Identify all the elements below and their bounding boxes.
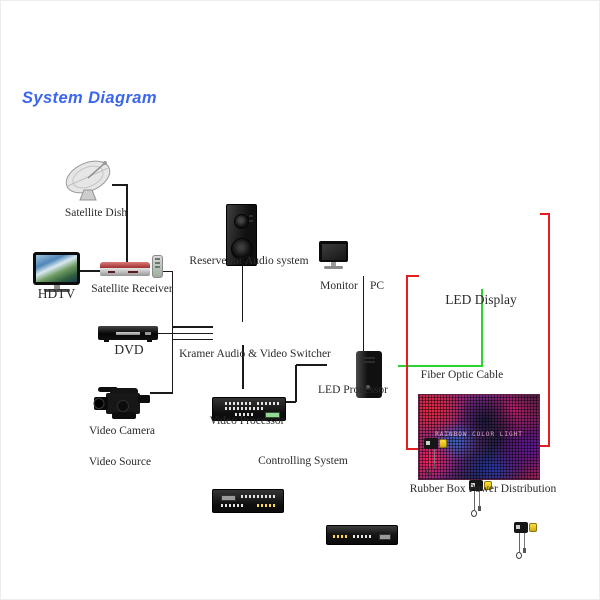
cable-speaker-switcher [241,252,244,322]
cable-switcher-videoprocessor [242,345,244,389]
fiber-optic-cable-h [398,365,483,367]
hdtv-label: HDTV [37,286,76,301]
dvd-label: DVD [114,342,144,357]
cable-receiver-switcher [172,326,213,328]
cable-receiver-out [161,270,173,273]
cable-dvd-switcher [157,332,213,335]
fiber-optic-cable-label: Fiber Optic Cable [420,369,504,381]
chain-hoist-icon [467,478,493,520]
power-cable-left-top [406,275,419,277]
power-cable-right-v [548,213,550,447]
cable-pc-ledprocessor [362,276,365,355]
chain-hoist-icon [422,436,448,478]
power-cable-right-top [540,213,550,215]
monitor-icon [319,241,348,269]
video-camera-icon [92,382,152,427]
dvd-player-icon [98,326,158,342]
led-processor-label: LED Processor [318,384,388,396]
cable-dish-receiver [126,184,128,263]
speaker-icon [226,204,257,266]
pc-tower-icon [356,351,382,398]
cable-dish-down-h [112,184,127,186]
led-display-label: LED Display [445,292,517,307]
cable-videoprocessor-out-h [284,401,296,403]
cable-sources-bus [171,270,174,394]
pc-label: PC [369,280,385,292]
cable-into-ledprocessor [296,364,327,366]
rubber-box-label: Rubber Box Power Distribution [409,483,557,495]
video-camera-label: Video Camera [88,425,156,437]
fiber-optic-cable-v [481,289,483,367]
cable-camera-out [150,392,173,394]
led-screen-text: RAINBOW COLOR LIGHT [435,431,523,438]
kramer-switcher-label: Kramer Audio & Video Switcher [179,348,331,360]
reserve-audio-label: Reserve for Audio system [189,255,309,267]
satellite-dish-icon [62,156,118,209]
cable-camera-switcher [172,338,213,341]
power-cable-left-v [406,275,408,450]
led-processor-icon [326,525,398,545]
tv-screen [36,255,77,282]
remote-control-icon [152,255,163,278]
hdtv-icon [33,252,80,292]
monitor-label: Monitor [320,280,358,292]
satellite-receiver-icon [100,262,150,276]
kramer-switcher-icon [212,397,286,421]
page-title: System Diagram [22,89,157,107]
chain-hoist-icon [512,520,538,562]
video-processor-label: Video Processor [209,415,285,427]
satellite-receiver-label: Satellite Receiver [91,283,173,295]
led-display-icon: RAINBOW COLOR LIGHT [418,394,540,480]
cable-hdtv-receiver [79,270,101,272]
satellite-dish-label: Satellite Dish [64,207,128,219]
video-processor-icon [212,489,284,513]
controlling-system-group-label: Controlling System [258,455,348,467]
video-source-group-label: Video Source [88,456,152,468]
cable-videoprocessor-out-v [295,365,297,402]
